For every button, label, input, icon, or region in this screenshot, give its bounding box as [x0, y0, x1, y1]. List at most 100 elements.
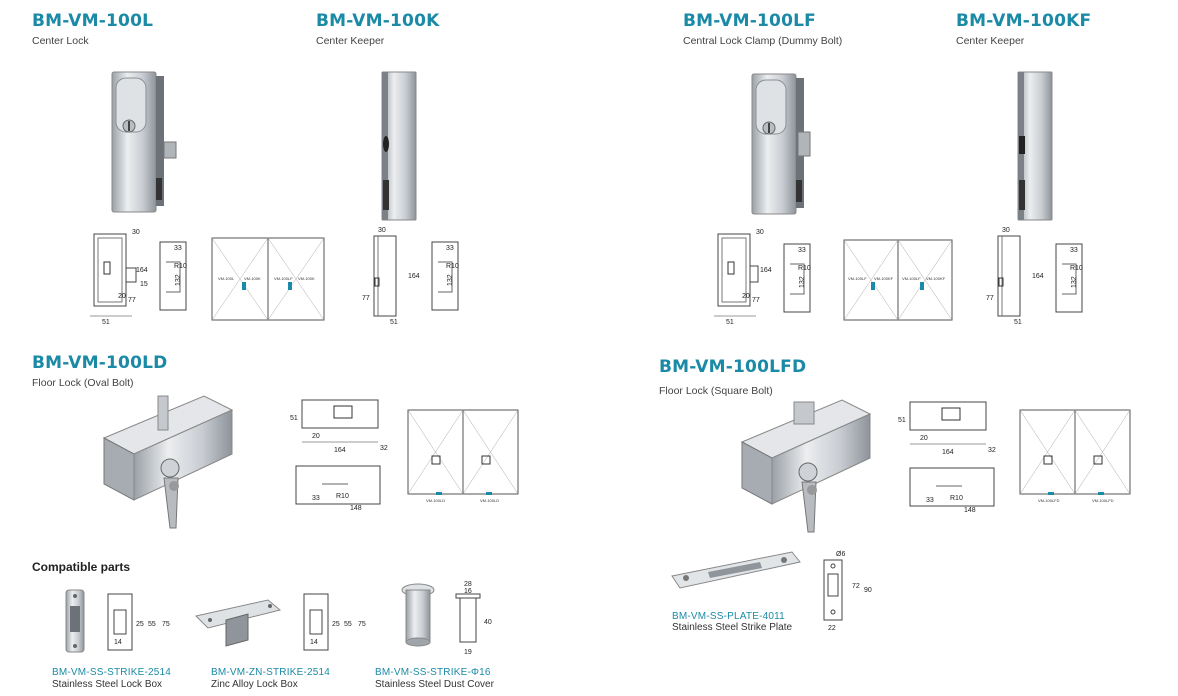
- svg-text:VM-100LFD: VM-100LFD: [1038, 498, 1060, 503]
- model-desc-100lf: Central Lock Clamp (Dummy Bolt): [683, 35, 843, 47]
- svg-text:VM-100LD: VM-100LD: [426, 498, 445, 503]
- model-desc-100kf: Center Keeper: [956, 35, 1025, 47]
- svg-text:R10: R10: [1070, 265, 1083, 272]
- lock-clamp-drawing: 51 30 164 20 77: [714, 229, 772, 326]
- svg-text:VM-100LF: VM-100LF: [848, 276, 867, 281]
- svg-text:75: 75: [162, 621, 170, 628]
- svg-text:30: 30: [378, 227, 386, 234]
- lock-clamp-image: [751, 73, 811, 215]
- svg-text:VM-100LF: VM-100LF: [902, 276, 921, 281]
- svg-text:164: 164: [1032, 273, 1044, 280]
- part-desc-strike-plate: Stainless Steel Strike Plate: [672, 622, 793, 633]
- svg-text:51: 51: [726, 319, 734, 326]
- ss-strike-2514-image: 25 55 75 14: [65, 589, 170, 653]
- svg-text:30: 30: [756, 229, 764, 236]
- center-keeper-f-drawing: 30 164 77 51: [986, 227, 1044, 326]
- svg-text:32: 32: [380, 445, 388, 452]
- compatible-parts-heading: Compatible parts: [32, 560, 131, 574]
- svg-text:51: 51: [102, 319, 110, 326]
- svg-text:22: 22: [828, 625, 836, 632]
- svg-text:20: 20: [742, 293, 750, 300]
- model-title-100k: BM-VM-100K: [316, 11, 440, 31]
- svg-text:30: 30: [132, 229, 140, 236]
- svg-text:33: 33: [1070, 247, 1078, 254]
- svg-text:33: 33: [798, 247, 806, 254]
- zn-strike-2514-drawing: 25 55 75 14: [303, 593, 366, 651]
- lock-clamp-profile: 33 R10 132: [783, 243, 811, 313]
- svg-text:19: 19: [464, 649, 472, 656]
- svg-text:51: 51: [290, 415, 298, 422]
- center-lock-profile: 33 R10 132: [159, 241, 187, 311]
- dust-cover-image: 28 16 40 19: [401, 581, 492, 656]
- part-code-ss-strike-2514: BM-VM-SS-STRIKE-2514: [52, 667, 172, 678]
- svg-text:77: 77: [986, 295, 994, 302]
- svg-text:40: 40: [484, 619, 492, 626]
- svg-text:132: 132: [1071, 276, 1078, 288]
- svg-text:164: 164: [334, 447, 346, 454]
- svg-text:164: 164: [942, 449, 954, 456]
- svg-text:VM-100LF: VM-100LF: [274, 276, 293, 281]
- door-elevation-100lfd: VM-100LFD VM-100LFD: [1019, 409, 1131, 503]
- svg-text:VM-100K: VM-100K: [244, 276, 261, 281]
- part-code-strike-plate: BM-VM-SS-PLATE-4011: [672, 611, 785, 622]
- svg-text:R10: R10: [798, 265, 811, 272]
- center-keeper-image: [381, 71, 417, 221]
- model-title-100ld: BM-VM-100LD: [32, 353, 168, 373]
- center-keeper-f-profile: 33 R10 132: [1055, 243, 1083, 313]
- svg-text:R10: R10: [174, 263, 187, 270]
- svg-text:25: 25: [136, 621, 144, 628]
- svg-text:33: 33: [926, 497, 934, 504]
- model-desc-100ld: Floor Lock (Oval Bolt): [32, 377, 134, 389]
- model-desc-100lfd: Floor Lock (Square Bolt): [659, 385, 773, 397]
- svg-text:164: 164: [760, 267, 772, 274]
- svg-text:R10: R10: [950, 495, 963, 502]
- door-elevation-100l: VM-100L VM-100K VM-100LF VM-100K: [211, 237, 325, 321]
- strike-plate-image: [671, 551, 801, 589]
- svg-text:164: 164: [136, 267, 148, 274]
- svg-text:55: 55: [148, 621, 156, 628]
- model-desc-100l: Center Lock: [32, 35, 89, 47]
- center-keeper-f-image: [1017, 71, 1053, 221]
- svg-text:R10: R10: [336, 493, 349, 500]
- part-code-dust-cover: BM-VM-SS-STRIKE-Φ16: [375, 667, 491, 678]
- svg-text:148: 148: [350, 505, 362, 512]
- model-title-100lf: BM-VM-100LF: [683, 11, 816, 31]
- svg-text:51: 51: [898, 417, 906, 424]
- svg-text:30: 30: [1002, 227, 1010, 234]
- svg-text:164: 164: [408, 273, 420, 280]
- svg-text:15: 15: [140, 281, 148, 288]
- svg-text:33: 33: [446, 245, 454, 252]
- svg-text:R10: R10: [446, 263, 459, 270]
- floor-lock-square-top-drawing: 51 20 164 32: [898, 401, 996, 456]
- svg-text:VM-100LFD: VM-100LFD: [1092, 498, 1114, 503]
- door-elevation-100lf: VM-100LF VM-100KF VM-100LF VM-100KF: [843, 239, 953, 321]
- center-keeper-drawing: 30 164 77 51: [362, 227, 420, 326]
- model-title-100lfd: BM-VM-100LFD: [659, 357, 807, 377]
- floor-lock-oval-image: [102, 395, 234, 529]
- model-title-100kf: BM-VM-100KF: [956, 11, 1092, 31]
- center-lock-image: [111, 71, 177, 213]
- svg-text:16: 16: [464, 588, 472, 595]
- svg-text:33: 33: [174, 245, 182, 252]
- svg-text:20: 20: [920, 435, 928, 442]
- part-desc-ss-strike-2514: Stainless Steel Lock Box: [52, 679, 163, 690]
- svg-text:Ø6: Ø6: [836, 551, 845, 558]
- floor-lock-oval-profile: 33 R10 148: [295, 465, 381, 512]
- svg-text:VM-100KF: VM-100KF: [874, 276, 894, 281]
- center-keeper-profile: 33 R10 132: [431, 241, 459, 311]
- svg-text:132: 132: [175, 274, 182, 286]
- svg-text:148: 148: [964, 507, 976, 514]
- svg-text:28: 28: [464, 581, 472, 588]
- part-code-zn-strike-2514: BM-VM-ZN-STRIKE-2514: [211, 667, 331, 678]
- svg-text:90: 90: [864, 587, 872, 594]
- svg-text:132: 132: [799, 276, 806, 288]
- svg-text:32: 32: [988, 447, 996, 454]
- part-desc-dust-cover: Stainless Steel Dust Cover: [375, 679, 494, 690]
- zn-strike-2514-image: [195, 599, 282, 647]
- floor-lock-square-profile: 33 R10 148: [909, 467, 995, 514]
- svg-text:VM-100LD: VM-100LD: [480, 498, 499, 503]
- svg-text:77: 77: [128, 297, 136, 304]
- svg-text:25: 25: [332, 621, 340, 628]
- door-elevation-100ld: VM-100LD VM-100LD: [407, 409, 519, 503]
- svg-text:51: 51: [1014, 319, 1022, 326]
